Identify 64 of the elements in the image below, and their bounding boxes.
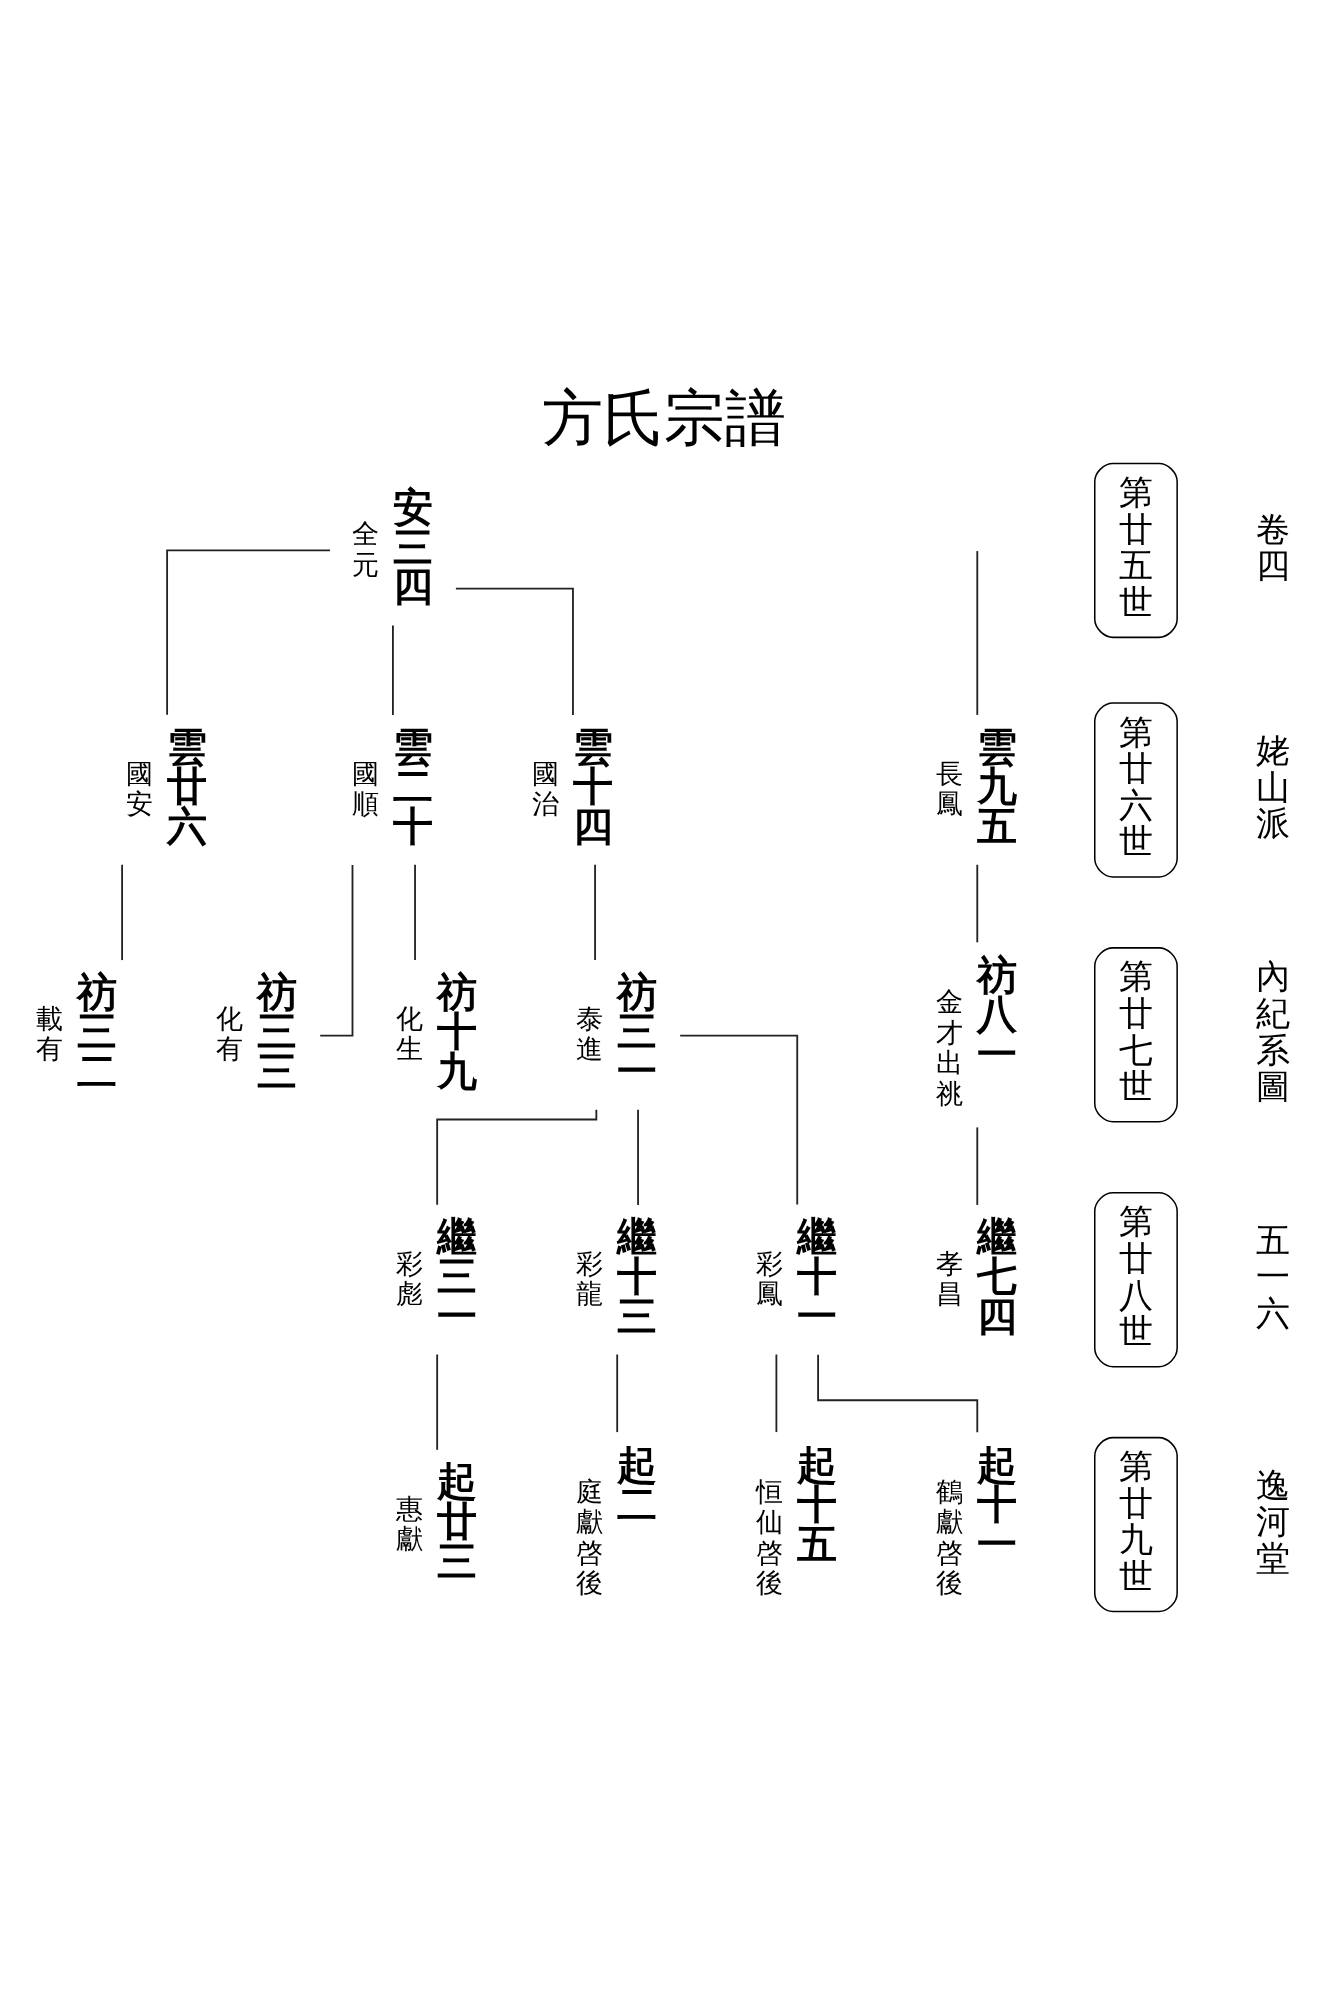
- label: 逸河堂: [1256, 1465, 1291, 1578]
- node-text: 繼七四: [977, 1212, 1018, 1339]
- node-text: 起二: [617, 1441, 658, 1527]
- connector: [414, 863, 416, 961]
- connector: [976, 863, 979, 943]
- connector: [166, 549, 331, 716]
- connector: [319, 863, 354, 1036]
- node-label: 長鳳: [936, 757, 964, 819]
- label: 卷四: [1256, 509, 1291, 585]
- diagram-title: 方氏宗譜: [542, 381, 787, 453]
- node-text: 起十五: [797, 1441, 838, 1567]
- node-box: 第廿六世: [1094, 701, 1178, 878]
- node-text: 祊三一: [617, 968, 658, 1094]
- node-label: 國治: [531, 757, 559, 819]
- node-text: 繼十三: [617, 1212, 658, 1339]
- node-label: 鶴獻啓後: [936, 1475, 964, 1598]
- connector: [976, 549, 979, 716]
- connector: [436, 1108, 598, 1206]
- label: 內紀系圖: [1256, 956, 1291, 1106]
- node-label: 彩鳳: [756, 1247, 784, 1309]
- node-text: 雲廿六: [167, 723, 208, 849]
- connector: [594, 863, 596, 961]
- node-label: 化有: [215, 1002, 243, 1064]
- node-label: 載有: [35, 1002, 63, 1064]
- node-label: 恒仙啓後: [756, 1475, 784, 1598]
- node-box: 第廿八世: [1094, 1191, 1178, 1367]
- node-label: 全元: [351, 517, 379, 580]
- node-label: 國安: [125, 757, 153, 819]
- node-label: 泰進: [576, 1002, 604, 1064]
- connector: [817, 1353, 979, 1433]
- node-text: 祊三二: [77, 968, 118, 1094]
- node-text: 安三四: [392, 483, 433, 609]
- connector: [976, 1126, 979, 1206]
- connector: [454, 587, 574, 716]
- connector: [637, 1108, 639, 1206]
- node-text: 祊三三: [257, 968, 298, 1094]
- node-label: 化生: [395, 1002, 423, 1064]
- node-text: 雲十四: [572, 723, 613, 849]
- label: 姥山派: [1256, 730, 1291, 843]
- node-text: 繼三一: [437, 1212, 478, 1339]
- connector: [392, 624, 394, 716]
- node-text: 祊八一: [977, 951, 1018, 1077]
- node-box: 第廿五世: [1094, 462, 1178, 638]
- node-label: 庭獻啓後: [576, 1475, 604, 1598]
- connector: [436, 1353, 439, 1451]
- node-text: 雲二十: [392, 723, 433, 849]
- node-label: 惠獻: [395, 1492, 423, 1554]
- node-text: 祊十九: [437, 968, 478, 1094]
- node-text: 起十一: [977, 1441, 1018, 1567]
- connector: [775, 1353, 778, 1433]
- node-label: 彩龍: [576, 1247, 604, 1309]
- label: 五一六: [1256, 1220, 1291, 1333]
- node-text: 起廿三: [437, 1457, 478, 1584]
- node-text: 繼十一: [797, 1212, 838, 1339]
- node-box: 第廿九世: [1094, 1436, 1178, 1612]
- node-label: 孝昌: [936, 1247, 964, 1309]
- connector: [679, 1034, 799, 1205]
- node-label: 彩彪: [395, 1247, 423, 1309]
- connector: [121, 863, 123, 961]
- node-box: 第廿七世: [1094, 946, 1178, 1123]
- node-label: 國順: [351, 757, 379, 819]
- node-text: 雲九五: [977, 723, 1018, 849]
- connector: [616, 1353, 619, 1433]
- node-label: 金才出祧: [936, 985, 964, 1109]
